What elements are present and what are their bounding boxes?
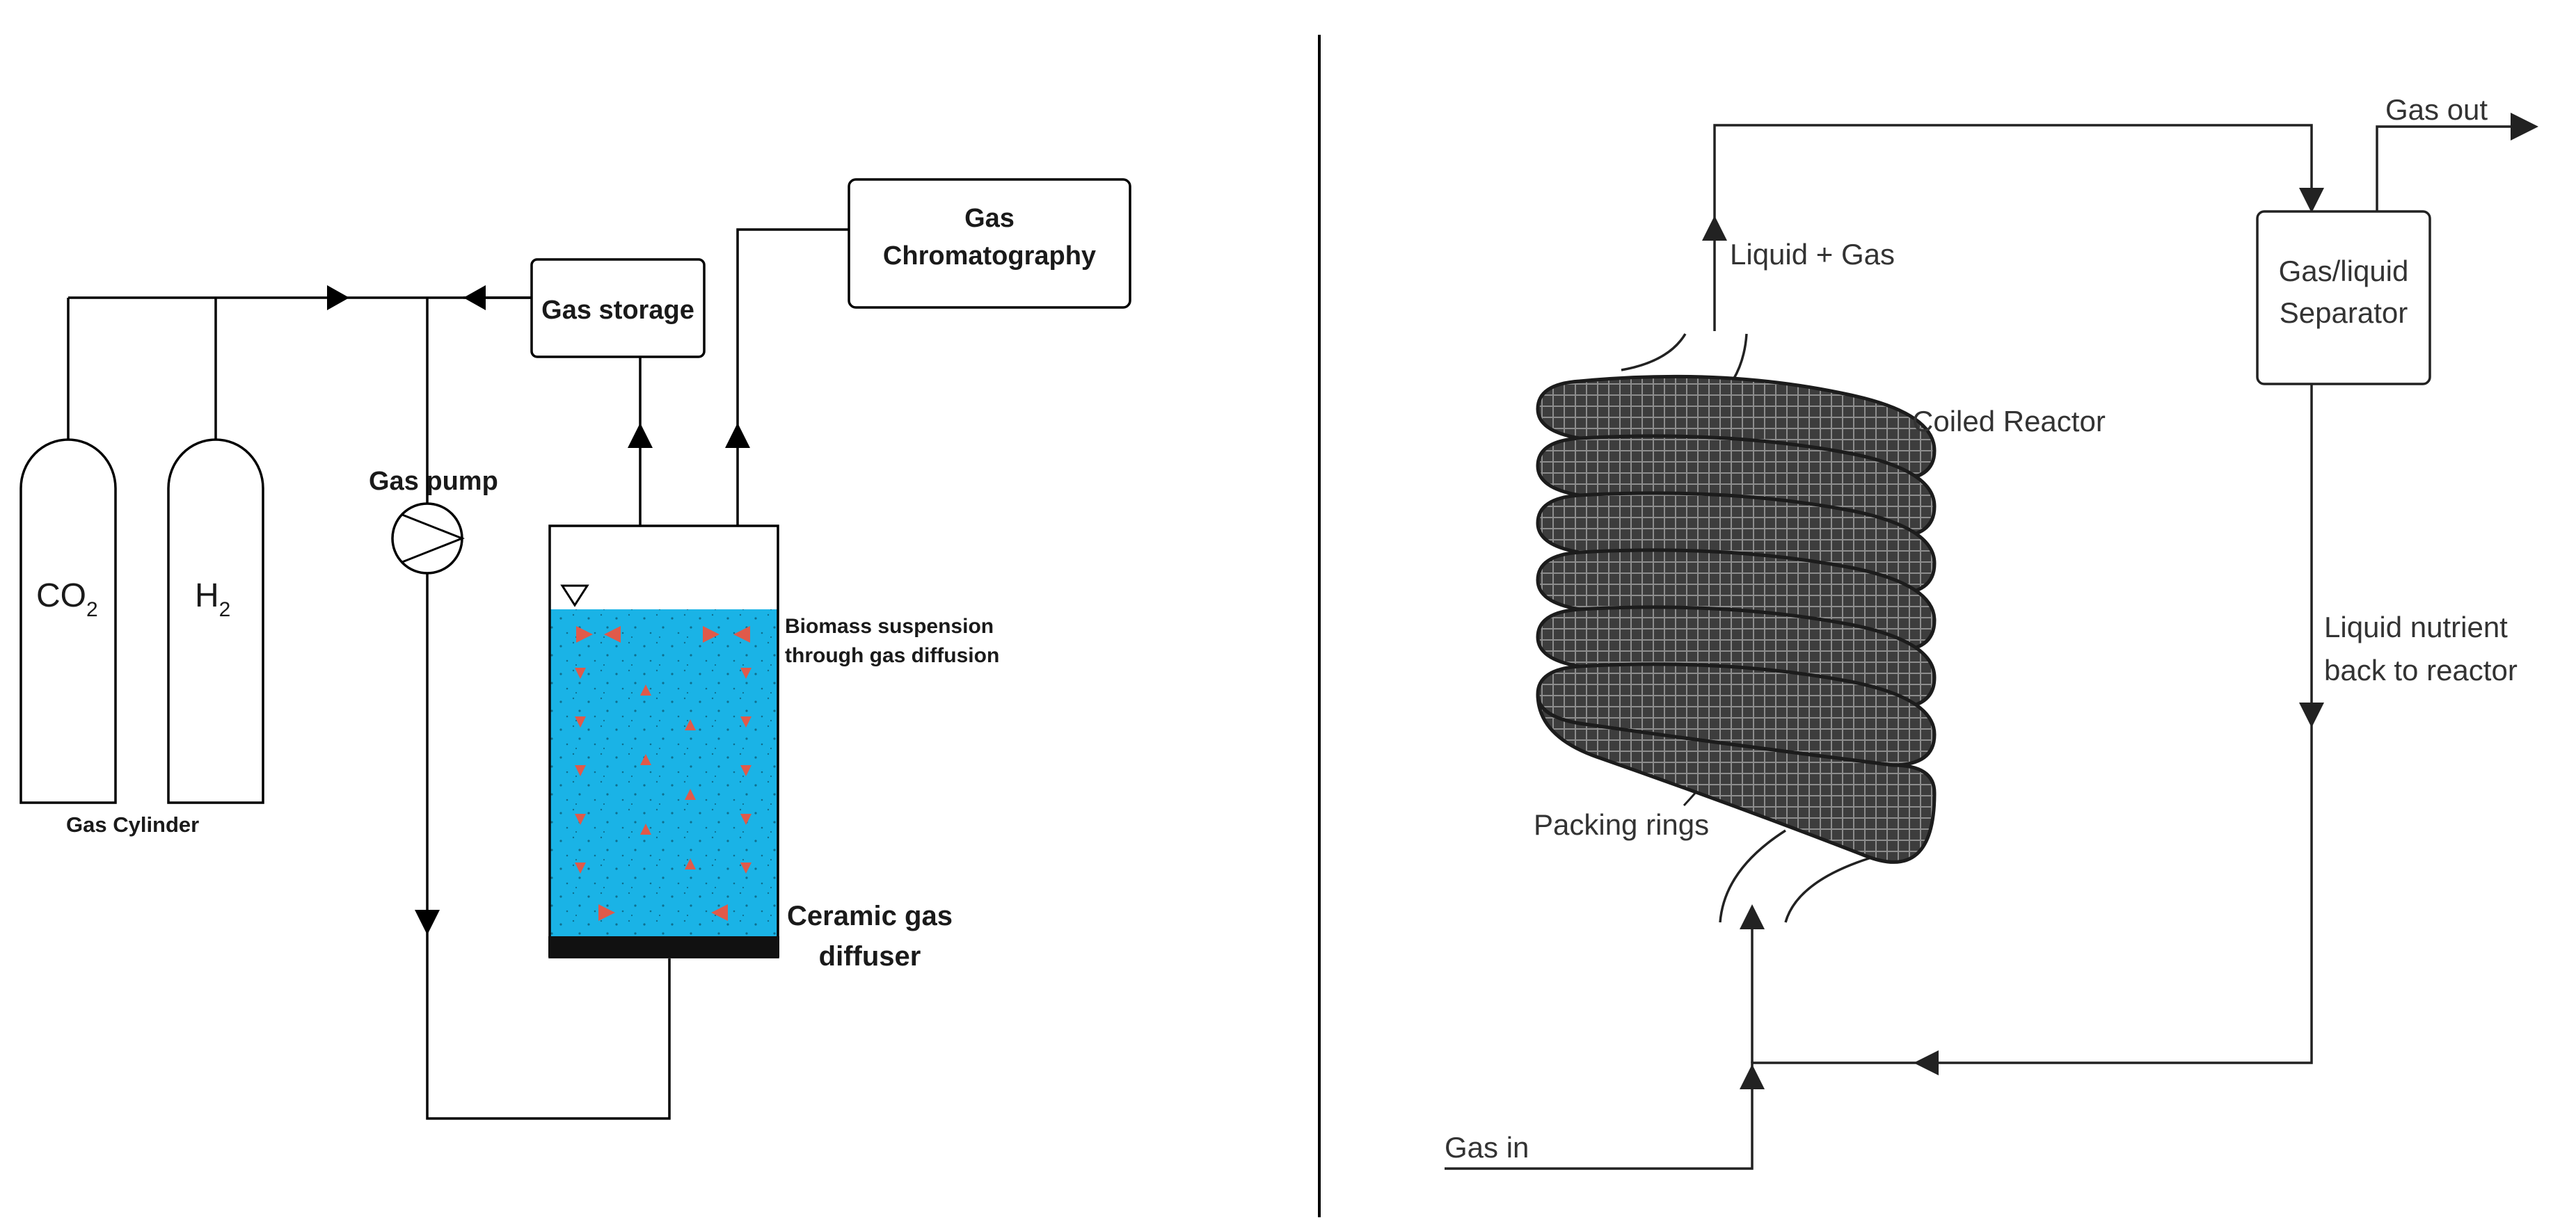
coil-tail	[1536, 693, 1937, 864]
gas-pump-symbol	[401, 513, 466, 563]
liquid-nutrient-label-line1: Liquid nutrient	[2324, 611, 2508, 643]
left-panel	[19, 178, 1131, 1120]
separator-label-line1: Gas/liquid	[2279, 255, 2409, 287]
up-arrow-icon	[1740, 1064, 1765, 1089]
coil-bottom-stub-right	[1784, 853, 1884, 923]
gas-storage-label: Gas storage	[541, 296, 694, 325]
gas-out-line	[2376, 125, 2511, 211]
gas-in-label: Gas in	[1445, 1131, 1529, 1164]
diffuser-label-line1: Ceramic gas	[787, 901, 953, 931]
coil-top-stub-left	[1621, 333, 1687, 371]
separator-label-line2: Separator	[2280, 296, 2408, 329]
liquid-nutrient-label-line2: back to reactor	[2324, 654, 2518, 687]
gas-pump-label: Gas pump	[369, 467, 498, 496]
gas-cylinder-caption: Gas Cylinder	[66, 812, 199, 837]
liquid-level-icon	[560, 584, 589, 607]
gas-chromatography-label-line2: Chromatography	[883, 241, 1096, 271]
right-arrow-icon	[2511, 113, 2538, 141]
liquid-gas-label: Liquid + Gas	[1730, 238, 1895, 271]
bubble-arrows	[575, 626, 752, 921]
gas-storage-box	[530, 258, 706, 358]
down-arrow-icon	[2299, 703, 2324, 728]
gas-out-label: Gas out	[2385, 93, 2488, 126]
pump-line	[426, 298, 671, 1120]
co2-cylinder	[19, 438, 117, 804]
packing-rings-label: Packing rings	[1534, 808, 1709, 841]
coiled-reactor-label: Coiled Reactor	[1912, 405, 2106, 438]
gas-chromatography-label-line1: Gas	[964, 204, 1015, 233]
up-arrow-icon	[725, 423, 750, 448]
down-arrow-icon	[2299, 188, 2324, 213]
left-arrow-icon	[463, 285, 486, 310]
up-arrow-icon	[1702, 216, 1727, 241]
diffuser-label-line2: diffuser	[819, 941, 921, 972]
up-arrow-icon	[628, 423, 653, 448]
flow-arrow-icon	[327, 285, 349, 310]
right-panel-labels: Gas out Liquid + Gas Gas/liquid Separato…	[1445, 93, 2518, 1164]
ceramic-diffuser	[548, 936, 779, 957]
left-panel-labels: CO2 H2 Gas Cylinder Gas pump Gas storage…	[36, 204, 1096, 972]
coil-bottom-stub-left	[1719, 829, 1786, 923]
biomass-label-line1: Biomass suspension	[785, 615, 994, 638]
reactor-liquid	[550, 609, 778, 936]
separator-box	[2256, 210, 2431, 385]
outlet-line	[1713, 124, 2313, 331]
gas-chromatography-box	[848, 178, 1131, 309]
coiled-reactor	[1536, 374, 1937, 864]
biomass-label-line2: through gas diffusion	[785, 644, 999, 667]
h2-cylinder	[167, 438, 264, 804]
right-panel	[1445, 113, 2538, 1170]
h2-label: H2	[195, 577, 230, 621]
co2-label: CO2	[36, 577, 98, 621]
down-arrow-icon	[415, 910, 440, 935]
up-arrow-icon	[1740, 904, 1765, 929]
reactor-to-gc-line	[736, 228, 849, 526]
left-arrow-icon	[1914, 1050, 1939, 1075]
